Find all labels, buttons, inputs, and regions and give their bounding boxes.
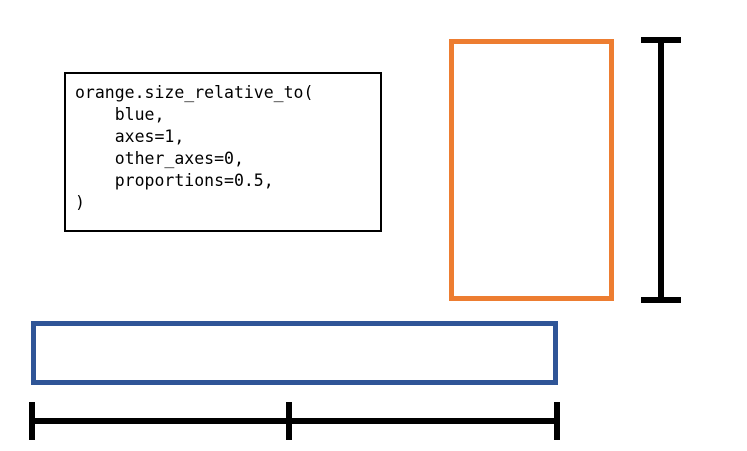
orange-rectangle <box>449 39 614 301</box>
code-line: ) <box>75 193 85 212</box>
code-snippet-box: orange.size_relative_to( blue, axes=1, o… <box>64 72 382 232</box>
horizontal-dimension-bar <box>29 402 560 440</box>
vertical-dimension-bar <box>641 37 681 303</box>
code-snippet: orange.size_relative_to( blue, axes=1, o… <box>66 74 380 214</box>
code-line: other_axes=0, <box>75 149 244 168</box>
code-line: blue, <box>75 105 165 124</box>
code-line: axes=1, <box>75 127 185 146</box>
code-line: proportions=0.5, <box>75 171 274 190</box>
blue-rectangle <box>31 321 558 385</box>
code-line: orange.size_relative_to( <box>75 83 314 102</box>
